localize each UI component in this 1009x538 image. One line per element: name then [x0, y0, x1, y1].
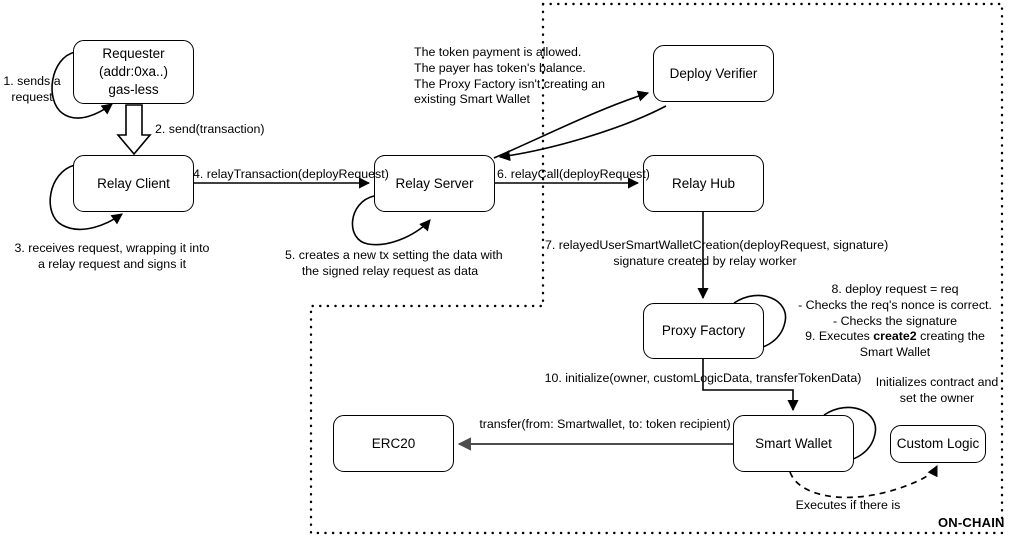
label-transfer: transfer(from: Smartwallet, to: token re…: [460, 417, 750, 433]
label-step1-line-2: request: [11, 89, 53, 104]
label-step7: 7. relayedUserSmartWalletCreation(deploy…: [545, 238, 889, 270]
label-deploy-verifier-note-line-2: The payer has token's balance.: [414, 60, 586, 75]
label-custom-logic-note-line-1: Initializes contract and: [875, 375, 999, 389]
label-step3-line-1: 3. receives request, wrapping it into: [14, 241, 210, 255]
label-step5-line-2: the signed relay request as data: [301, 263, 479, 278]
label-proxy-factory-note-line-2: - Checks the req's nonce is correct.: [798, 297, 992, 312]
node-deploy-verifier-label: Deploy Verifier: [669, 65, 758, 81]
label-proxy-factory-note-line-4: 9. Executes create2 creating the: [787, 329, 1003, 345]
label-proxy-factory-note-line-3: - Checks the signature: [833, 313, 957, 328]
label-create2-prefix: 9. Executes: [805, 329, 874, 344]
label-step6-line-1: 6. relayCall(deployRequest): [497, 167, 650, 181]
label-proxy-factory-note-line-1: 8. deploy request = req: [831, 282, 959, 296]
node-custom-logic[interactable]: Custom Logic: [890, 425, 986, 463]
on-chain-zone-label: ON-CHAIN: [938, 515, 1005, 530]
node-relay-hub-label: Relay Hub: [671, 175, 736, 191]
label-transfer-line-1: transfer(from: Smartwallet, to: token re…: [479, 417, 731, 431]
label-deploy-verifier-note: The token payment is allowed. The payer …: [414, 45, 605, 108]
node-relay-server-label: Relay Server: [395, 175, 474, 191]
label-step2-line-1: 2. send(transaction): [155, 122, 265, 136]
node-custom-logic-label: Custom Logic: [896, 436, 980, 452]
label-custom-logic-note-line-2: set the owner: [899, 390, 975, 405]
node-relay-client-label: Relay Client: [97, 175, 170, 191]
label-step3: 3. receives request, wrapping it into a …: [0, 241, 224, 273]
node-relay-client[interactable]: Relay Client: [73, 155, 194, 212]
label-step6: 6. relayCall(deployRequest): [497, 167, 650, 183]
arrow-step2-block: [116, 104, 152, 156]
label-step2: 2. send(transaction): [155, 122, 265, 138]
node-erc20-label: ERC20: [371, 435, 416, 451]
label-step4: 4. relayTransaction(deployRequest): [193, 167, 389, 183]
label-custom-logic-note: Initializes contract and set the owner: [866, 375, 1008, 407]
node-relay-hub[interactable]: Relay Hub: [643, 155, 764, 212]
label-step1-line-1: 1. sends a: [3, 74, 61, 88]
node-proxy-factory[interactable]: Proxy Factory: [643, 303, 764, 359]
node-requester-line-2: (addr:0xa..): [98, 64, 169, 80]
label-proxy-factory-note: 8. deploy request = req - Checks the req…: [787, 282, 1003, 361]
label-executes-note: Executes if there is: [768, 498, 928, 514]
node-smart-wallet[interactable]: Smart Wallet: [733, 415, 854, 472]
label-step3-line-2: a relay request and signs it: [37, 256, 187, 271]
node-requester[interactable]: Requester (addr:0xa..) gas-less: [73, 40, 194, 104]
label-deploy-verifier-note-line-3: The Proxy Factory isn't creating an: [414, 76, 606, 91]
label-step7-line-1: 7. relayedUserSmartWalletCreation(deploy…: [545, 238, 889, 252]
label-step7-line-2: signature created by relay worker: [613, 253, 797, 268]
label-step4-line-1: 4. relayTransaction(deployRequest): [193, 167, 389, 181]
label-deploy-verifier-note-line-4: existing Smart Wallet: [414, 92, 530, 107]
label-proxy-factory-note-line-5: Smart Wallet: [859, 345, 931, 359]
label-step10-line-1: 10. initialize(owner, customLogicData, t…: [544, 371, 862, 385]
label-step10: 10. initialize(owner, customLogicData, t…: [529, 371, 877, 387]
node-proxy-factory-label: Proxy Factory: [661, 323, 746, 339]
label-create2-keyword: create2: [873, 329, 917, 344]
arrow-deploy-verifier-to-relay-server: [498, 105, 667, 162]
label-step1: 1. sends a request: [0, 74, 64, 106]
node-requester-line-1: Requester: [102, 46, 165, 62]
node-smart-wallet-label: Smart Wallet: [755, 435, 832, 451]
node-requester-line-3: gas-less: [108, 81, 159, 97]
label-deploy-verifier-note-line-1: The token payment is allowed.: [414, 45, 582, 59]
label-create2-suffix: creating the: [916, 329, 985, 344]
node-relay-server[interactable]: Relay Server: [374, 155, 495, 212]
label-executes-note-line-1: Executes if there is: [795, 498, 901, 512]
node-erc20[interactable]: ERC20: [333, 415, 454, 472]
node-deploy-verifier[interactable]: Deploy Verifier: [653, 45, 774, 102]
label-step5-line-1: 5. creates a new tx setting the data wit…: [285, 248, 503, 262]
label-step5: 5. creates a new tx setting the data wit…: [285, 248, 503, 280]
